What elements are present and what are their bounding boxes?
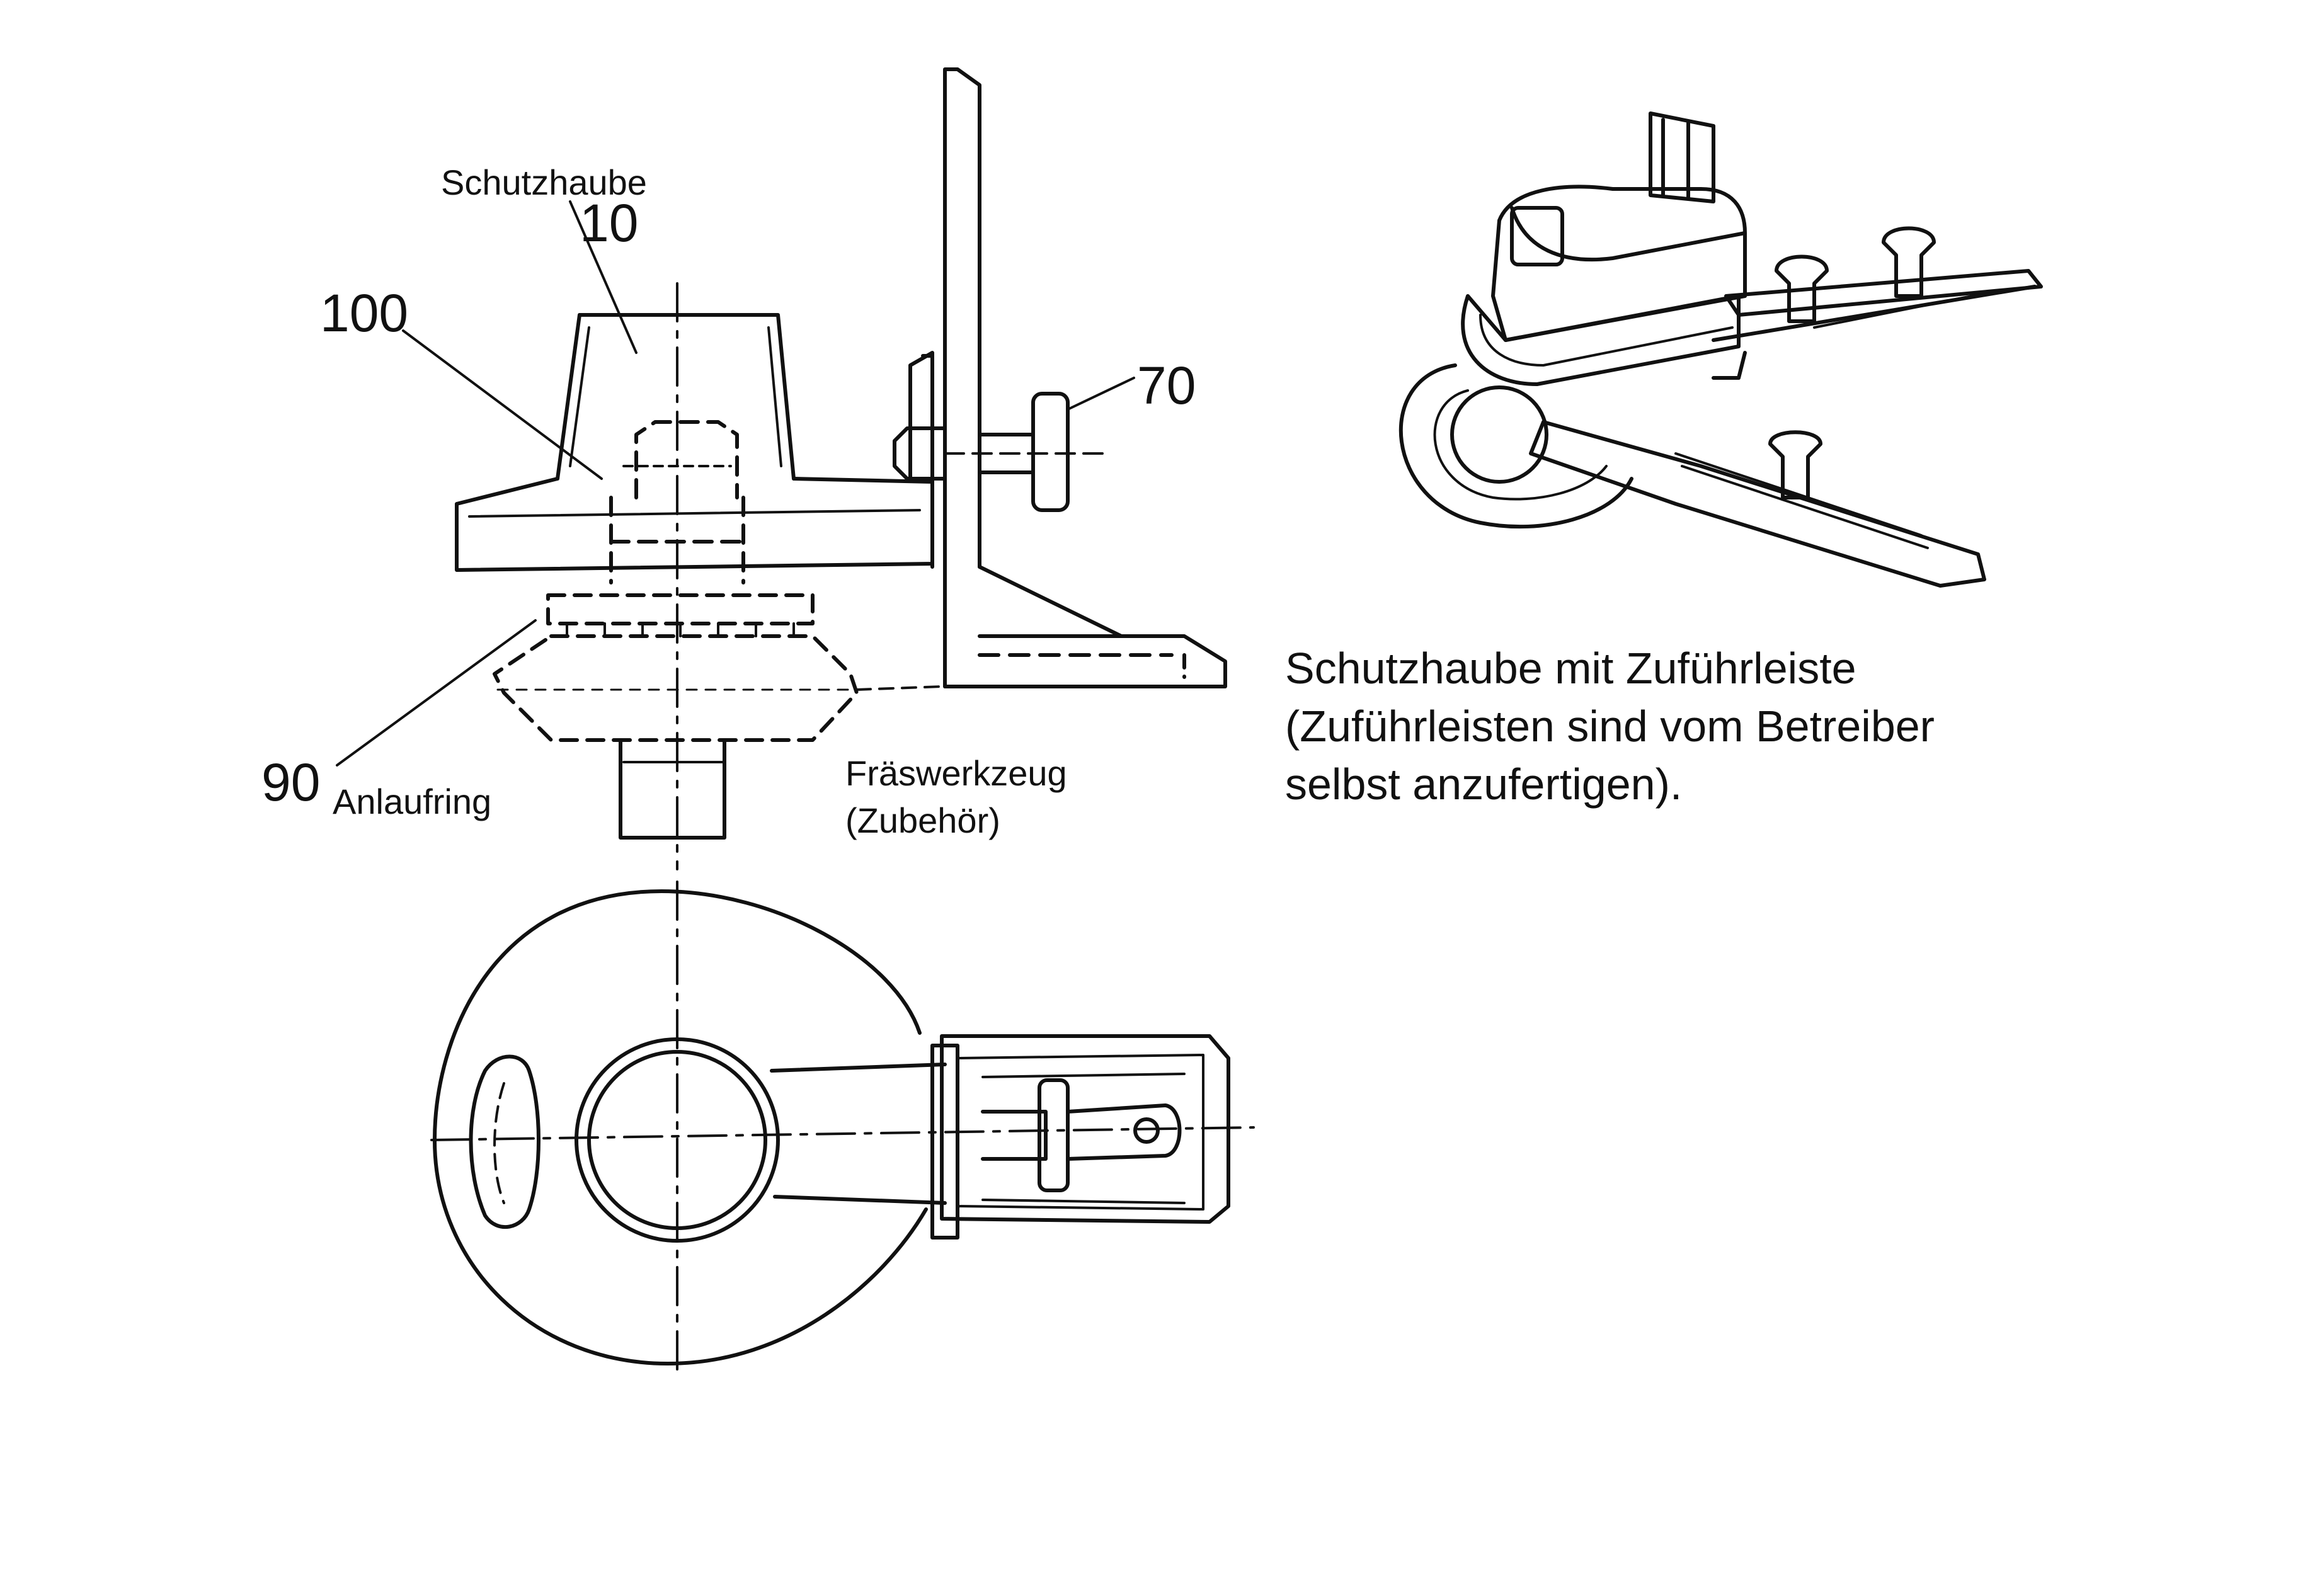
label-ref-100: 100: [320, 283, 409, 343]
start-ring-teeth: [566, 622, 795, 637]
iso-knob-1: [1775, 254, 1829, 323]
carriage-bracket: [930, 1044, 959, 1240]
fence-base: [943, 634, 1227, 688]
label-ref-70: 70: [1137, 356, 1196, 415]
caption-line-1: Schutzhaube mit Zuführleiste: [1285, 644, 1856, 693]
iso-base-disc: [1398, 363, 1633, 529]
knob-top: [1038, 1078, 1070, 1192]
hood-flange-inner: [468, 509, 921, 518]
label-zubehoer: (Zubehör): [845, 801, 1000, 840]
side-view: [336, 67, 1227, 870]
iso-rail-upper-3: [1712, 351, 1747, 380]
iso-flange: [1461, 294, 1741, 386]
iso-spindle: [1450, 385, 1548, 484]
guide-slot: [1066, 1103, 1182, 1161]
carriage-outline: [940, 1034, 1230, 1224]
arm-lower: [773, 1195, 947, 1205]
iso-rail-lower-slot: [1674, 452, 1923, 537]
bolt-top: [981, 1110, 1048, 1161]
cutter-ext: [855, 685, 943, 691]
iso-fence: [1649, 111, 1715, 203]
label-anlaufring: Anlaufring: [333, 782, 492, 821]
bolt-shaft: [978, 433, 1035, 474]
slot-handle-hidden: [493, 1082, 505, 1204]
fence-brace: [978, 565, 1123, 638]
shaft-bottom: [619, 738, 726, 840]
iso-rail-upper: [1724, 269, 2043, 317]
slot-lower: [981, 1199, 1186, 1204]
horizontal-axis: [430, 1126, 1255, 1141]
iso-rail-lower: [1529, 420, 1986, 588]
iso-knob-2: [1882, 226, 1936, 298]
caption-line-2: (Zuführleisten sind vom Betreiber: [1285, 702, 1935, 751]
iso-rail-upper-slot: [1813, 288, 2005, 329]
iso-rail-upper-2: [1712, 285, 2037, 342]
iso-hood-box: [1491, 185, 1747, 342]
iso-flange-inner: [1479, 314, 1734, 367]
iso-rail-lower-slot-2: [1681, 465, 1929, 549]
hood-bracket: [908, 351, 934, 569]
spindle-nut-hidden: [634, 420, 739, 499]
leader-100: [402, 329, 603, 480]
leader-10: [569, 200, 638, 354]
caption-line-3: selbst anzufertigen).: [1285, 760, 1683, 809]
leader-70: [1067, 377, 1135, 411]
milling-cutter-hidden: [493, 634, 859, 742]
knob-70: [1031, 392, 1070, 512]
label-fraeswerkzeug: Fräswerkzeug: [845, 753, 1067, 793]
start-ring-hidden: [546, 593, 815, 625]
hood-outline-top: [433, 889, 928, 1365]
iso-hood-top: [1510, 206, 1747, 262]
isometric-view: [1398, 111, 2043, 588]
label-schutzhaube: Schutzhaube: [441, 162, 647, 202]
hood-cylinder: [556, 313, 796, 481]
leader-90: [336, 619, 537, 767]
iso-nut: [1510, 206, 1564, 266]
fence-bolt: [893, 426, 947, 481]
slot-upper: [981, 1073, 1186, 1078]
iso-base-disc-2: [1433, 389, 1608, 501]
label-ref-90: 90: [261, 753, 321, 812]
hood-cylinder-inner: [569, 326, 782, 467]
hood-flange: [455, 477, 934, 572]
top-view: [430, 881, 1255, 1374]
figure-caption: Schutzhaube mit Zuführleiste (Zuführleis…: [1285, 639, 1935, 813]
iso-knob-3: [1768, 430, 1822, 499]
arm-upper: [770, 1063, 947, 1073]
label-ref-10: 10: [580, 193, 639, 253]
slot-handle: [469, 1054, 540, 1229]
guide-screw: [1133, 1117, 1160, 1144]
fence-plate: [943, 67, 981, 688]
